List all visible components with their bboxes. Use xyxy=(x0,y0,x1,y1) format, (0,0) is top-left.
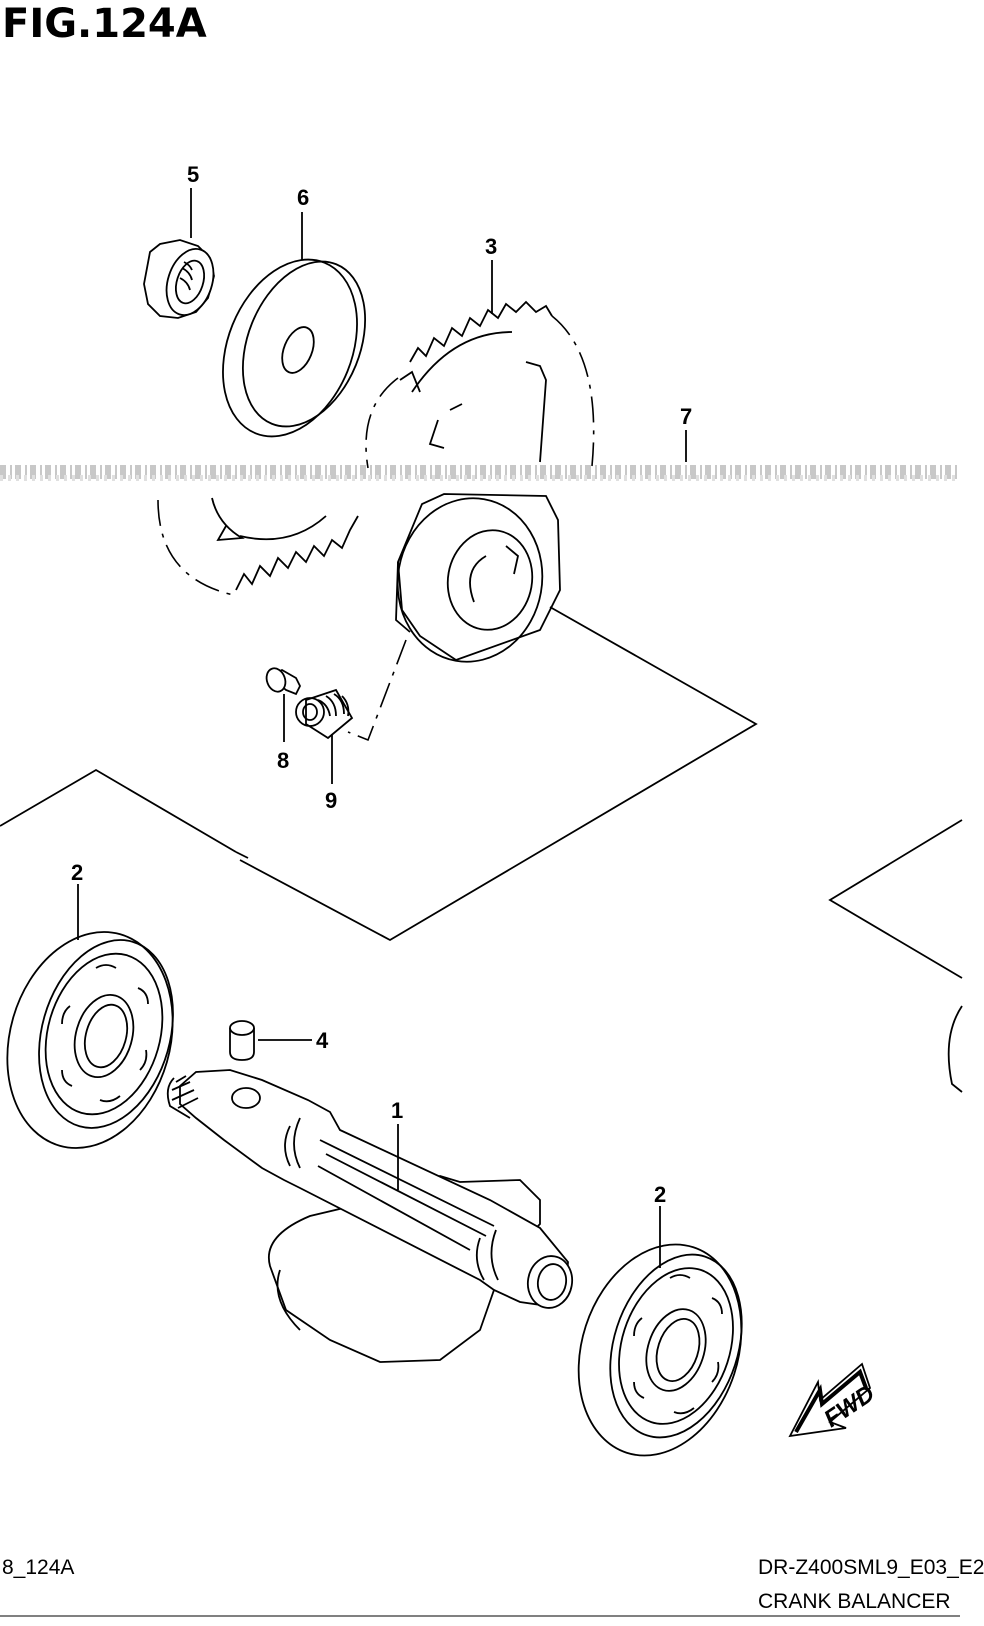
callout-7[interactable]: 7 xyxy=(680,404,692,429)
hub-part[interactable] xyxy=(385,487,561,674)
figure-caption: CRANK BALANCER xyxy=(758,1590,951,1613)
fwd-arrow-icon: FWD xyxy=(788,1362,880,1438)
figure-title: FIG.124A xyxy=(2,1,207,47)
bearing-left-part[interactable] xyxy=(0,912,197,1168)
callout-2-left[interactable]: 2 xyxy=(71,860,83,885)
callout-4[interactable]: 4 xyxy=(316,1028,329,1053)
callout-6[interactable]: 6 xyxy=(297,185,309,210)
figure-code: 8_124A xyxy=(2,1556,75,1579)
callout-5[interactable]: 5 xyxy=(187,162,199,187)
washer-part[interactable] xyxy=(198,239,388,456)
leader-lines xyxy=(77,188,687,1268)
nut-part[interactable] xyxy=(143,239,221,321)
scan-band xyxy=(0,465,960,481)
dowel-pin-part[interactable] xyxy=(229,1020,255,1061)
pin-part[interactable] xyxy=(263,666,302,696)
callout-8[interactable]: 8 xyxy=(277,748,289,773)
callout-2-right[interactable]: 2 xyxy=(654,1182,666,1207)
callout-3[interactable]: 3 xyxy=(485,234,497,259)
model-code: DR-Z400SML9_E03_E2 xyxy=(758,1556,984,1579)
gear-part[interactable] xyxy=(157,300,595,597)
spring-part[interactable] xyxy=(295,688,354,740)
callout-1[interactable]: 1 xyxy=(391,1098,403,1123)
callout-labels: 5 6 3 7 8 9 2 4 1 2 xyxy=(71,162,692,1207)
callout-9[interactable]: 9 xyxy=(325,788,337,813)
exploded-diagram: FWD 5 6 3 7 8 9 2 4 1 2 xyxy=(0,162,963,1617)
bearing-right-part[interactable] xyxy=(552,1223,767,1477)
balancer-shaft-part[interactable] xyxy=(166,1069,576,1363)
